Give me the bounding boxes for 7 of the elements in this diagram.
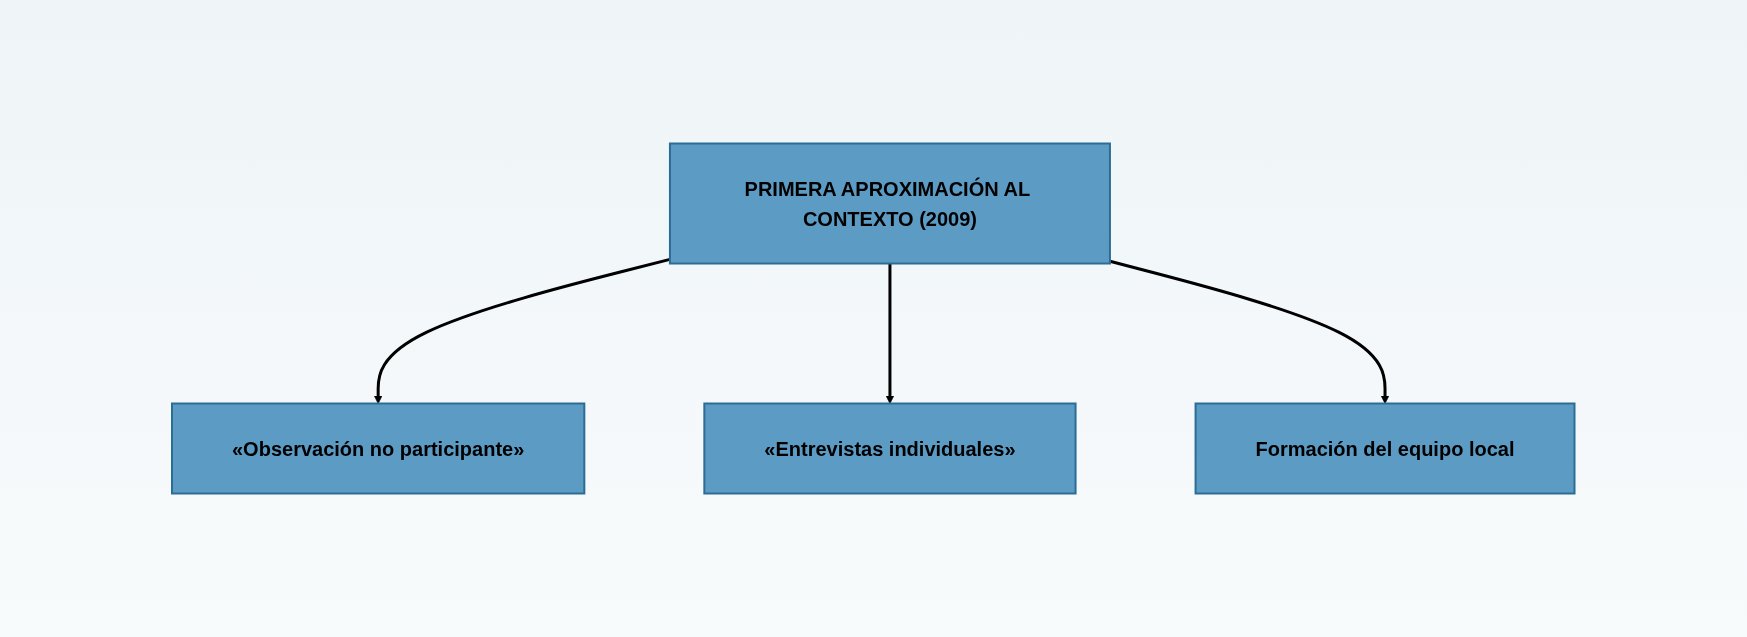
arrow <box>1109 259 1390 404</box>
node-box: «Observación no participante» <box>171 402 586 495</box>
arrow <box>374 257 671 404</box>
node-box: PRIMERA APROXIMACIÓN AL CONTEXTO (2009) <box>669 142 1112 265</box>
arrow <box>885 263 895 404</box>
node-box: Formación del equipo local <box>1194 402 1576 495</box>
node-box: «Entrevistas individuales» <box>703 402 1077 495</box>
